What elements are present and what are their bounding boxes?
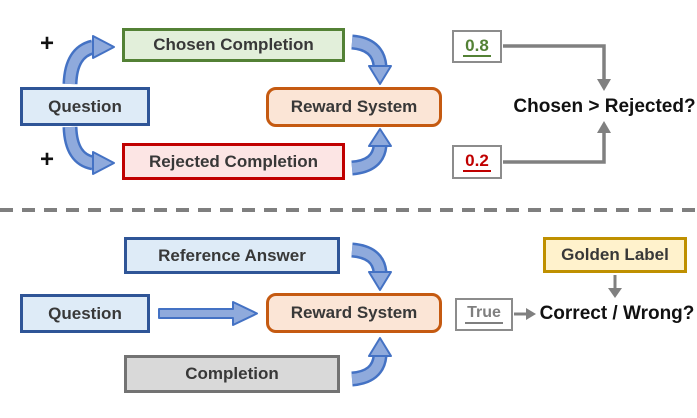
elbow-connector-chosen-score <box>503 44 611 91</box>
reward-system-label-top: Reward System <box>290 97 418 116</box>
question-label-top: Question <box>48 96 122 116</box>
elbow-connector-rejected-score <box>503 121 611 164</box>
curved-arrow-chosen-to-reward <box>351 34 392 85</box>
golden-label-text: Golden Label <box>561 245 669 264</box>
straight-arrow-question-to-reward <box>158 301 258 326</box>
completion-box: Completion <box>124 355 340 393</box>
question-box-bottom: Question <box>20 294 150 333</box>
question-label-bottom: Question <box>48 303 122 323</box>
reference-answer-label: Reference Answer <box>158 245 306 265</box>
plus-sign-bottom: + <box>40 146 55 173</box>
curved-arrow-question-to-chosen <box>62 35 115 85</box>
comparison-question-text: Chosen > Rejected? <box>513 96 696 117</box>
chosen-completion-label: Chosen Completion <box>153 35 314 54</box>
arrow-true-to-verdict <box>514 308 536 320</box>
golden-label-box: Golden Label <box>543 237 687 273</box>
curved-arrow-completion-to-reward <box>351 337 392 387</box>
curved-arrow-reference-to-reward <box>351 242 392 291</box>
reference-answer-box: Reference Answer <box>124 237 340 274</box>
reward-system-label-bottom: Reward System <box>290 303 418 322</box>
true-output-box: True <box>455 298 513 331</box>
rejected-score-box: 0.2 <box>452 145 502 179</box>
reward-system-box-bottom: Reward System <box>266 293 442 333</box>
chosen-score-value: 0.8 <box>463 35 491 57</box>
arrow-golden-label-down <box>608 275 622 298</box>
reward-system-box-top: Reward System <box>266 87 442 127</box>
chosen-completion-box: Chosen Completion <box>122 28 345 62</box>
rejected-completion-box: Rejected Completion <box>122 143 345 180</box>
chosen-score-box: 0.8 <box>452 30 502 63</box>
question-box-top: Question <box>20 87 150 126</box>
curved-arrow-rejected-to-reward <box>351 128 392 176</box>
true-output-value: True <box>465 305 503 324</box>
plus-sign-top: + <box>40 30 55 57</box>
curved-arrow-question-to-rejected <box>62 126 115 175</box>
verdict-question-text: Correct / Wrong? <box>539 303 695 324</box>
rejected-score-value: 0.2 <box>463 151 491 172</box>
completion-label: Completion <box>185 364 279 383</box>
rejected-completion-label: Rejected Completion <box>148 151 319 171</box>
